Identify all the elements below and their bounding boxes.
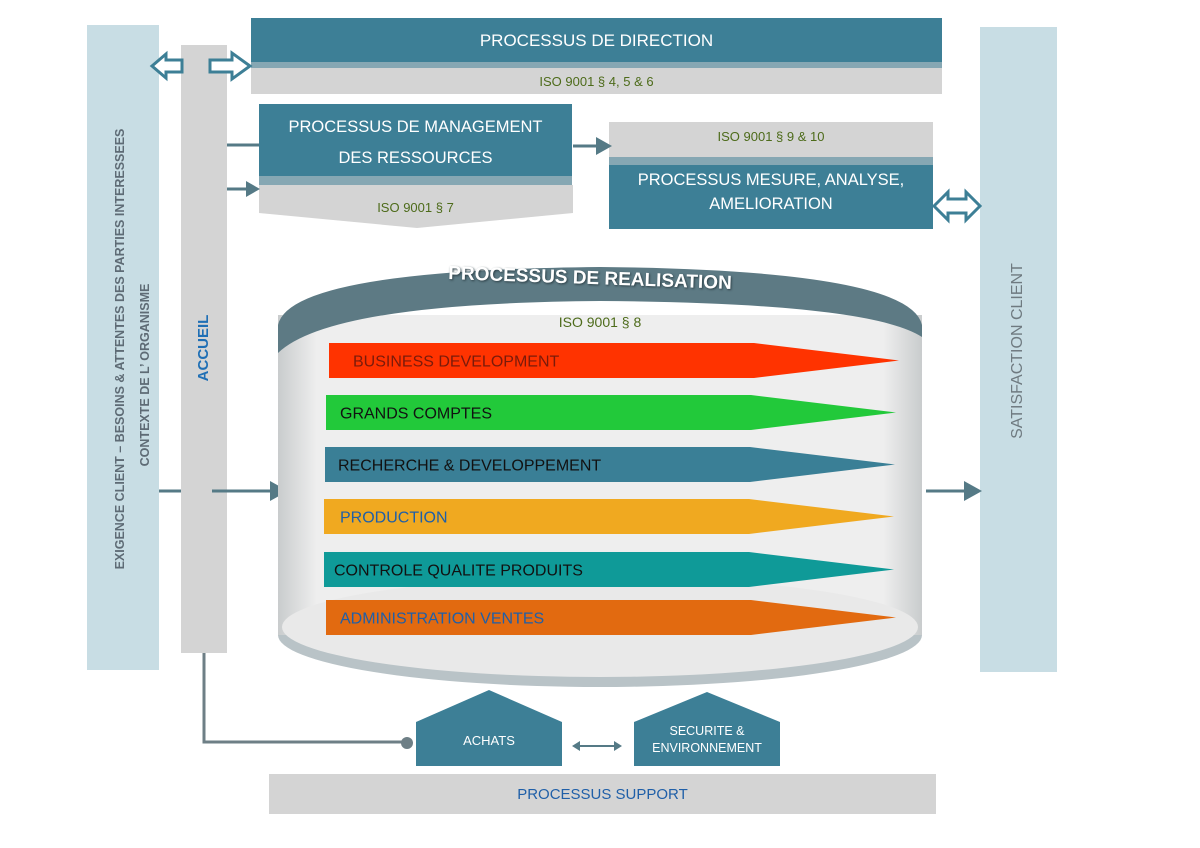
realisation-out-head bbox=[964, 481, 982, 501]
securite-shape bbox=[634, 692, 780, 766]
support-box bbox=[269, 774, 936, 814]
process-arrow-shape bbox=[326, 395, 896, 430]
process-arrow-label: BUSINESS DEVELOPMENT bbox=[353, 354, 560, 371]
accueil-bar bbox=[181, 45, 227, 653]
mesure-divider bbox=[609, 157, 933, 165]
securite-label-line1: SECURITE & bbox=[669, 724, 745, 738]
mesure-arrow-head bbox=[596, 137, 612, 155]
mesure-title-line2: AMELIORATION bbox=[709, 194, 833, 213]
securite-label-line2: ENVIRONNEMENT bbox=[652, 741, 762, 755]
process-arrow-label: GRANDS COMPTES bbox=[340, 406, 492, 423]
support-connector bbox=[202, 653, 405, 744]
process-arrow-label: ADMINISTRATION VENTES bbox=[340, 611, 544, 628]
left-double-arrow bbox=[149, 50, 184, 82]
process-arrow-shape bbox=[324, 499, 894, 534]
process-arrow-shape bbox=[326, 600, 896, 635]
process-arrow-shape bbox=[324, 552, 894, 587]
direction-title: PROCESSUS DE DIRECTION bbox=[479, 31, 714, 50]
direction-box bbox=[251, 18, 942, 66]
achats-shape bbox=[416, 690, 562, 766]
realisation-iso: ISO 9001 § 8 bbox=[558, 314, 642, 330]
management-title-line1: PROCESSUS DE MANAGEMENT bbox=[288, 117, 543, 136]
satisfaction-client-bar bbox=[980, 27, 1057, 672]
direction-iso: ISO 9001 § 4, 5 & 6 bbox=[539, 73, 654, 89]
direction-hollow-arrow bbox=[208, 50, 253, 82]
process-arrow-shape bbox=[329, 343, 899, 378]
mesure-iso-band bbox=[609, 122, 933, 162]
mesure-title-line1: PROCESSUS MESURE, ANALYSE, bbox=[637, 170, 905, 189]
mesure-iso: ISO 9001 § 9 & 10 bbox=[717, 128, 825, 144]
management-title-line2: DES RESSOURCES bbox=[338, 148, 493, 167]
exigence-client-bar bbox=[87, 25, 159, 670]
management-iso: ISO 9001 § 7 bbox=[377, 199, 454, 215]
process-arrow-label: CONTROLE QUALITE PRODUITS bbox=[334, 563, 583, 580]
direction-divider bbox=[251, 62, 942, 68]
process-arrow-label: RECHERCHE & DEVELOPPEMENT bbox=[338, 458, 601, 475]
management-box bbox=[259, 104, 572, 180]
mesure-box bbox=[609, 165, 933, 229]
management-arrow-head bbox=[246, 181, 260, 197]
direction-iso-band bbox=[251, 68, 942, 94]
process-arrow-label: PRODUCTION bbox=[340, 510, 448, 527]
mesure-double-arrow bbox=[931, 188, 983, 224]
process-arrow-shape bbox=[325, 447, 895, 482]
support-connector-dot bbox=[401, 737, 413, 749]
achats-label: ACHATS bbox=[463, 732, 515, 748]
support-title: PROCESSUS SUPPORT bbox=[517, 785, 688, 803]
management-divider bbox=[259, 176, 572, 185]
management-iso-band bbox=[259, 185, 573, 228]
